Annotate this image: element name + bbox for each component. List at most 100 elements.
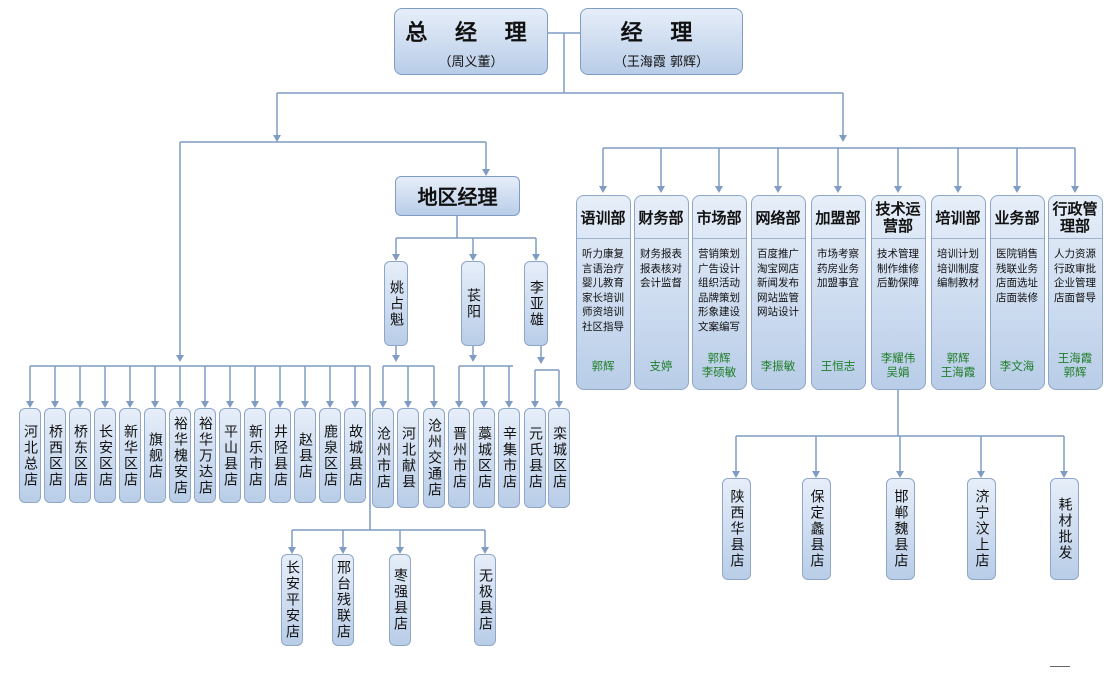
- arrow-head: [555, 401, 563, 408]
- store-direct-1-label: 河北总店: [22, 423, 38, 488]
- department-name: 技术运营部: [871, 196, 925, 239]
- arrow-head: [379, 401, 387, 408]
- store-tech-4-label: 济宁汶上店: [973, 489, 990, 569]
- arrow-head: [1013, 186, 1021, 193]
- department-5: 加盟部市场考察 药房业务 加盟事宜王恒志: [810, 195, 866, 390]
- department-duties: 听力康复 言语治疗 婴儿教育 家长培训 师资培训 社区指导: [582, 248, 624, 333]
- store-direct-8: 裕华万达店: [194, 408, 216, 503]
- store-lower-4: 无极县店: [474, 554, 496, 646]
- store-direct-2: 桥西区店: [44, 408, 66, 503]
- department-duties: 人力资源 行政审批 企业管理 店面督导: [1054, 248, 1096, 304]
- store-direct-6-label: 旗舰店: [147, 431, 163, 480]
- manager-title: 经 理: [620, 21, 703, 46]
- arrow-head: [26, 401, 34, 408]
- store-direct-8-label: 裕华万达店: [197, 415, 213, 496]
- department-9: 行政管理部人力资源 行政审批 企业管理 店面督导王海霞 郭辉: [1047, 195, 1103, 390]
- department-duties: 技术管理 制作维修 后勤保障: [877, 248, 919, 289]
- store-direct-9: 平山县店: [219, 408, 241, 503]
- arrow-head: [469, 355, 477, 362]
- region-manager-2-label: 苌阳: [465, 287, 481, 320]
- store-direct-12: 赵县店: [294, 408, 316, 503]
- store-tech-1: 陕西华县店: [722, 478, 751, 580]
- region-manager-1: 姚占魁: [384, 261, 408, 346]
- arrow-head: [896, 471, 904, 478]
- store-direct-14: 故城县店: [344, 408, 366, 503]
- arrow-head: [76, 401, 84, 408]
- manager-names: （王海霞 郭辉）: [613, 55, 710, 70]
- region-manager-3: 李亚雄: [524, 261, 548, 346]
- department-people: 郭辉 王海霞: [940, 351, 976, 379]
- store-direct-4-label: 长安区店: [97, 423, 113, 488]
- arrow-head: [1071, 186, 1079, 193]
- store-direct-6: 旗舰店: [144, 408, 166, 503]
- arrow-head: [480, 401, 488, 408]
- general-manager-box: 总 经 理 （周义董）: [394, 8, 548, 75]
- arrow-head: [226, 401, 234, 408]
- store-direct-1: 河北总店: [19, 408, 41, 503]
- store-tech-5-label: 耗材批发: [1056, 497, 1073, 561]
- store-tech-4: 济宁汶上店: [967, 478, 996, 580]
- department-name: 培训部: [931, 196, 985, 239]
- department-duties: 市场考察 药房业务 加盟事宜: [817, 248, 859, 289]
- department-duties: 医院销售 残联业务 店面选址 店面装修: [996, 248, 1038, 304]
- store-direct-3: 桥东区店: [69, 408, 91, 503]
- arrow-head: [351, 401, 359, 408]
- arrow-head: [469, 254, 477, 261]
- store-chang-2-label: 藁城区店: [476, 426, 492, 490]
- arrow-head: [396, 547, 404, 554]
- department-name: 财务部: [634, 196, 688, 239]
- store-chang-3: 辛集市店: [498, 408, 520, 508]
- arrow-head: [430, 401, 438, 408]
- store-lower-2-label: 邢台残联店: [335, 560, 351, 640]
- arrow-head: [954, 186, 962, 193]
- store-direct-5-label: 新华区店: [122, 423, 138, 488]
- arrow-head: [176, 355, 184, 362]
- store-li-1-label: 元氏县店: [527, 426, 543, 490]
- arrow-head: [834, 186, 842, 193]
- department-3: 市场部营销策划 广告设计 组织活动 品牌策划 形象建设 文案编写郭辉 李硕敏: [691, 195, 747, 390]
- department-duties: 财务报表 报表核对 会计监督: [640, 248, 682, 289]
- arrow-head: [537, 357, 545, 364]
- store-lower-2: 邢台残联店: [332, 554, 354, 646]
- arrow-head: [599, 186, 607, 193]
- region-manager-2: 苌阳: [461, 261, 485, 346]
- store-tech-2: 保定蠡县店: [802, 478, 831, 580]
- store-direct-11: 井陉县店: [269, 408, 291, 503]
- arrow-head: [273, 135, 281, 142]
- store-direct-7-label: 裕华槐安店: [172, 415, 188, 496]
- store-direct-14-label: 故城县店: [347, 423, 363, 488]
- store-chang-2: 藁城区店: [473, 408, 495, 508]
- region-manager-1-label: 姚占魁: [388, 279, 404, 328]
- store-yao-1-label: 沧州市店: [375, 426, 391, 490]
- arrow-head: [101, 401, 109, 408]
- store-tech-5: 耗材批发: [1050, 478, 1079, 580]
- arrow-head: [481, 547, 489, 554]
- store-tech-3: 邯郸魏县店: [886, 478, 915, 580]
- arrow-head: [301, 401, 309, 408]
- store-li-2-label: 栾城区店: [551, 426, 567, 490]
- department-name: 行政管理部: [1048, 196, 1102, 239]
- store-tech-2-label: 保定蠡县店: [808, 489, 825, 569]
- store-yao-3: 沧州交通店: [423, 408, 445, 508]
- arrow-head: [51, 401, 59, 408]
- arrow-head: [894, 186, 902, 193]
- general-manager-name: （周义董）: [438, 55, 504, 70]
- store-direct-5: 新华区店: [119, 408, 141, 503]
- store-li-2: 栾城区店: [548, 408, 570, 508]
- store-lower-3: 枣强县店: [389, 554, 411, 646]
- manager-box: 经 理 （王海霞 郭辉）: [580, 8, 743, 75]
- arrow-head: [455, 401, 463, 408]
- store-yao-3-label: 沧州交通店: [426, 418, 442, 498]
- store-yao-2: 河北献县: [397, 408, 419, 508]
- store-lower-1: 长安平安店: [281, 554, 303, 646]
- store-yao-1: 沧州市店: [372, 408, 394, 508]
- department-name: 语训部: [576, 196, 630, 239]
- arrow-head: [839, 135, 847, 142]
- department-people: 支婷: [649, 359, 673, 373]
- store-lower-4-label: 无极县店: [477, 568, 493, 632]
- general-manager-title: 总 经 理: [405, 21, 537, 46]
- store-yao-2-label: 河北献县: [400, 426, 416, 490]
- department-people: 王海霞 郭辉: [1057, 351, 1093, 379]
- department-name: 市场部: [692, 196, 746, 239]
